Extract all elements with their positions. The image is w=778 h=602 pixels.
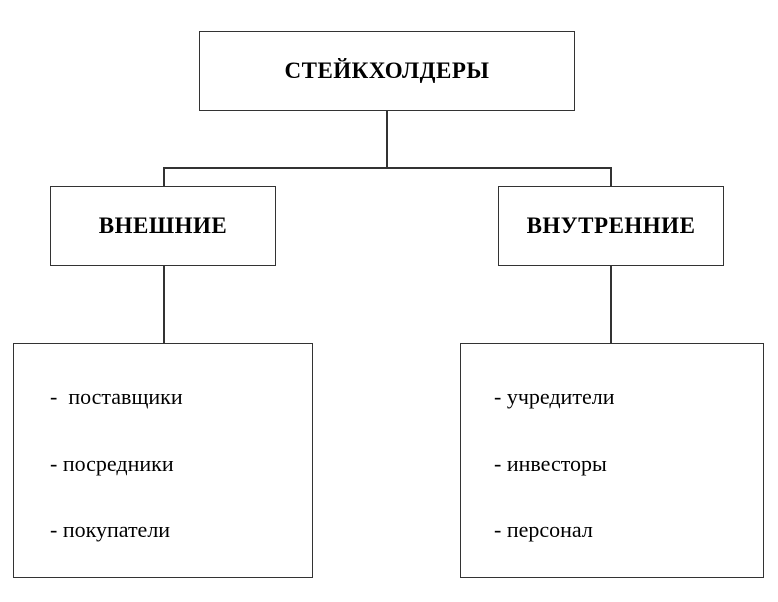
connector-internal-to-list (610, 266, 612, 344)
list-item: - покупатели (50, 517, 171, 542)
list-item: - инвесторы (494, 451, 607, 476)
external-node-label: ВНЕШНИЕ (98, 213, 228, 238)
external-node: ВНЕШНИЕ (50, 186, 276, 266)
connector-horizontal-bar (163, 167, 611, 169)
internal-list: - учредители - инвесторы - персонал (460, 343, 764, 578)
connector-to-internal (610, 167, 612, 187)
internal-node: ВНУТРЕННИЕ (498, 186, 724, 266)
root-node: СТЕЙКХОЛДЕРЫ (199, 31, 575, 111)
internal-node-label: ВНУТРЕННИЕ (526, 213, 696, 238)
list-item: - учредители (494, 384, 615, 409)
root-node-label: СТЕЙКХОЛДЕРЫ (284, 58, 490, 83)
connector-root-down (386, 111, 388, 168)
external-list: - поставщики - посредники - покупатели (13, 343, 313, 578)
list-item: - персонал (494, 517, 593, 542)
list-item: - посредники (50, 451, 174, 476)
list-item: - поставщики (50, 384, 183, 409)
connector-external-to-list (163, 266, 165, 344)
connector-to-external (163, 167, 165, 187)
